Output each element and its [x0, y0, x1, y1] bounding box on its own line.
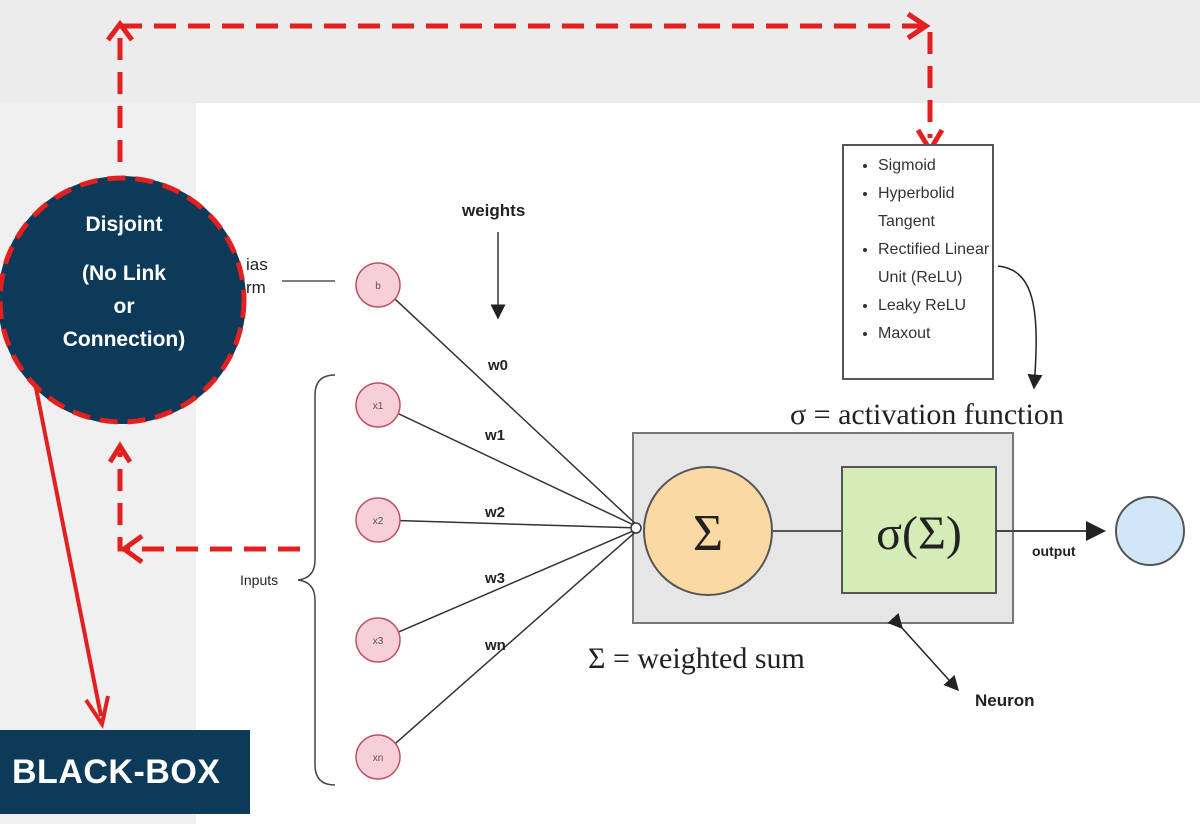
top-background — [0, 0, 1200, 103]
bias-node-label: b — [375, 281, 381, 292]
disjoint-line-1: (No Link — [82, 262, 166, 285]
disjoint-circle-border — [0, 175, 247, 425]
disjoint-title: Disjoint — [85, 213, 163, 236]
activation-function-caption: σ = activation function — [790, 398, 1064, 431]
edge-w3 — [379, 527, 641, 641]
input-node-x3 — [355, 617, 401, 663]
inputs-label: Inputs — [240, 572, 278, 588]
red-dashed-inputs-path — [117, 452, 300, 552]
black-box-banner: BLACK-BOX — [0, 730, 250, 814]
input-node-xn — [355, 734, 401, 780]
activation-option: Leaky ReLU — [878, 292, 992, 320]
disjoint-circle — [0, 176, 246, 424]
bias-term-label-1: ias — [246, 255, 268, 274]
neuron-pointer-arrow — [887, 612, 960, 692]
x2-node-label: x2 — [373, 516, 384, 527]
x1-node-label: x1 — [373, 401, 384, 412]
red-arrowhead-left — [119, 533, 144, 565]
red-dashed-top-path — [117, 23, 933, 162]
activation-option: Rectified Linear Unit (ReLU) — [878, 236, 992, 292]
activation-list-arrow — [997, 265, 1043, 390]
edge-wn — [379, 527, 641, 758]
input-node-x2 — [355, 497, 401, 543]
activation-node — [841, 466, 997, 594]
sum-symbol: Σ — [693, 505, 723, 562]
activation-symbol: σ(Σ) — [876, 507, 962, 560]
output-label: output — [1032, 543, 1076, 559]
weight-label-w1: w1 — [484, 427, 505, 444]
edge-w2 — [379, 519, 641, 529]
edge-w1 — [379, 404, 641, 529]
neuron-label: Neuron — [975, 691, 1035, 710]
bias-node — [355, 262, 401, 308]
activation-options-box: Sigmoid Hyperbolid Tangent Rectified Lin… — [842, 144, 994, 380]
activation-option: Hyperbolid Tangent — [878, 180, 992, 236]
x3-node-label: x3 — [373, 636, 384, 647]
red-arrowhead-right — [906, 11, 931, 41]
red-solid-arrowhead — [84, 695, 110, 730]
red-solid-arrow — [34, 387, 103, 717]
black-box-label: BLACK-BOX — [12, 752, 221, 791]
input-node-x1 — [355, 382, 401, 428]
red-arrowhead-up-lower — [107, 441, 133, 464]
disjoint-text-block: Disjoint (No Link or Connection) — [6, 208, 242, 356]
activation-option: Sigmoid — [878, 152, 992, 180]
disjoint-line-2: or — [113, 295, 135, 318]
output-node — [1115, 496, 1185, 566]
weights-heading: weights — [461, 201, 525, 220]
inputs-brace — [297, 374, 336, 786]
edge-w0 — [379, 284, 641, 529]
activation-option: Maxout — [878, 320, 992, 348]
disjoint-line-3: Connection) — [62, 328, 186, 351]
junction-point — [630, 522, 642, 534]
weight-label-w3: w3 — [484, 570, 505, 587]
activation-options-list: Sigmoid Hyperbolid Tangent Rectified Lin… — [844, 152, 992, 348]
weight-label-w2: w2 — [484, 504, 505, 521]
weighted-sum-caption: Σ = weighted sum — [588, 642, 805, 675]
red-arrowhead-up — [106, 19, 134, 42]
bias-term-label-2: rm — [246, 278, 266, 297]
weight-label-wn: wn — [484, 637, 506, 654]
weight-label-w0: w0 — [487, 357, 508, 374]
xn-node-label: xn — [373, 753, 384, 764]
